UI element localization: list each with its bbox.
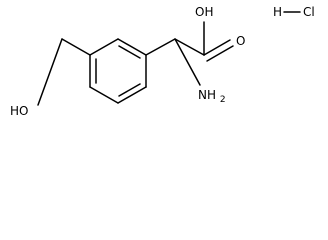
bond-ch2-to-oh bbox=[37, 38, 63, 106]
bond-carbonyl-double-b bbox=[206, 45, 234, 62]
ring-bond-top-top-right bbox=[117, 38, 147, 56]
hcl-hydrogen-label: H bbox=[273, 5, 282, 19]
hydroxymethyl-group: HO bbox=[10, 38, 91, 118]
bond-carbonyl-double-a bbox=[203, 39, 231, 56]
bond-ring-to-alpha-carbon bbox=[145, 38, 176, 56]
bond-alpha-carbon-to-carboxyl-carbon bbox=[174, 38, 205, 56]
amino-nh-text: NH bbox=[198, 88, 216, 102]
carboxyl-oh-label: OH bbox=[195, 5, 213, 19]
chemical-structure: HO OH O NH 2 H Cl bbox=[10, 5, 315, 118]
hydroxyl-label: HO bbox=[10, 104, 28, 118]
amino-acid-side-chain: OH O NH 2 bbox=[145, 5, 245, 105]
amino-subscript: 2 bbox=[220, 95, 226, 105]
ring-bond-bottom-right-bottom bbox=[117, 86, 147, 104]
bond-ring-to-ch2 bbox=[61, 38, 91, 56]
amino-label: NH 2 bbox=[198, 88, 226, 105]
ring-bond-bottom-bottom-left bbox=[89, 86, 119, 104]
ring-inner-bond-top-right bbox=[118, 45, 141, 59]
ring-inner-bond-bottom-right bbox=[118, 83, 141, 97]
bond-alpha-carbon-to-nh2 bbox=[174, 38, 201, 86]
ring-bond-top-left-top bbox=[89, 38, 119, 56]
hcl-chlorine-label: Cl bbox=[303, 5, 315, 19]
hydrochloride-salt: H Cl bbox=[273, 5, 315, 19]
benzene-ring bbox=[89, 38, 147, 104]
carbonyl-oxygen-label: O bbox=[236, 34, 245, 48]
